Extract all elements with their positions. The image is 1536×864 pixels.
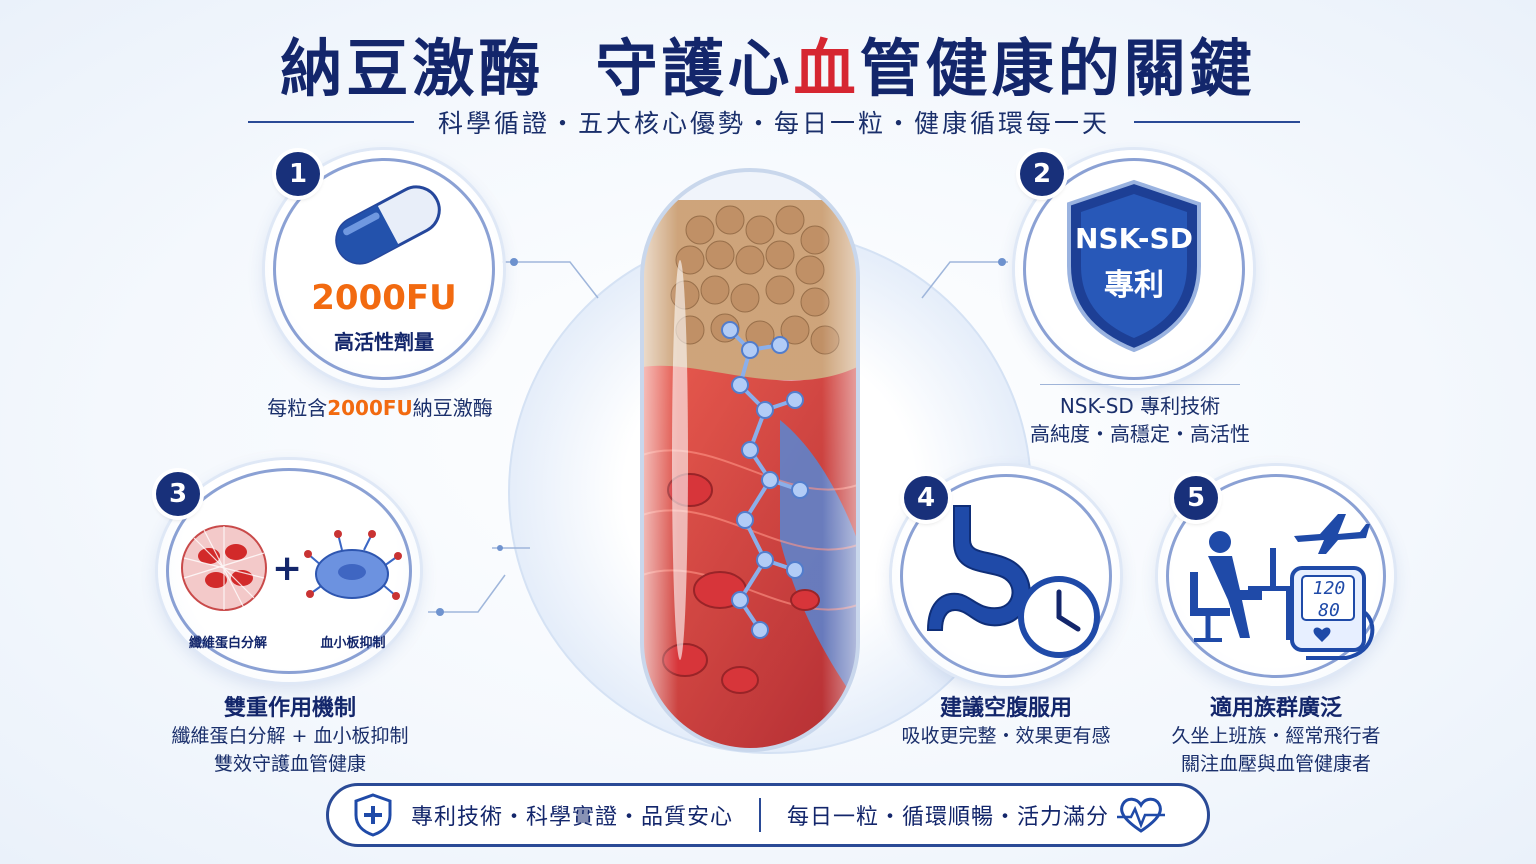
bottom-bar-separator (759, 798, 762, 832)
bp-systolic: 120 (1312, 578, 1346, 599)
shield-icon (1067, 179, 1201, 353)
plus-sign: + (272, 548, 303, 589)
fibrinolysis-label: 纖維蛋白分解 (188, 636, 267, 651)
feature-1-caption: 每粒含2000FU納豆激酶 (220, 394, 540, 422)
bottom-right-text: 每日一粒・循環順暢・活力滿分 (787, 805, 1110, 830)
bottom-left-text: 專利技術・科學實證・品質安心 (411, 805, 734, 830)
shield-line-2: 專利 (1104, 268, 1164, 303)
subtitle: 科學循證・五大核心優勢・每日一粒・健康循環每一天 (438, 109, 1111, 138)
subtitle-row: 科學循證・五大核心優勢・每日一粒・健康循環每一天 (248, 104, 1301, 140)
stomach-icon (926, 505, 1031, 631)
dose-value: 2000FU (311, 278, 457, 318)
feature-2-divider (1040, 384, 1240, 385)
feature-5-caption-line-1: 久坐上班族・經常飛行者 (1171, 725, 1381, 747)
subtitle-divider-left (248, 121, 414, 123)
fibrin-ball-icon (181, 525, 267, 611)
page-title: 納豆激酶 守護心血管健康的關鍵 (0, 18, 1536, 108)
title-part-1: 納豆激酶 守護心 (280, 32, 794, 105)
platelet-icon (304, 530, 402, 600)
feature-1-caption-value: 2000FU (327, 396, 413, 420)
feature-2-number: 2 (1020, 152, 1064, 196)
feature-5-number: 5 (1174, 476, 1218, 520)
feature-4-number: 4 (904, 476, 948, 520)
feature-4-caption-title: 建議空腹服用 (939, 696, 1072, 721)
feature-5-caption-title: 適用族群廣泛 (1209, 696, 1342, 721)
heart-pulse-icon (1117, 797, 1166, 833)
feature-1-number: 1 (276, 152, 320, 196)
feature-4-caption-body: 吸收更完整・效果更有感 (901, 725, 1111, 747)
subtitle-divider-right (1134, 121, 1301, 123)
office-worker-icon (1190, 531, 1294, 642)
capsule-icon (335, 185, 441, 265)
blood-pressure-monitor-icon (1290, 566, 1375, 660)
feature-3-number: 3 (156, 472, 200, 516)
bp-diastolic: 80 (1318, 600, 1340, 621)
dose-label: 高活性劑量 (334, 330, 434, 354)
title-heart-character: 血 (793, 32, 860, 105)
clock-icon (1018, 576, 1100, 658)
nattokinase-capsule-illustration (640, 168, 860, 752)
platelet-label: 血小板抑制 (320, 636, 386, 651)
title-part-2: 管健康的關鍵 (859, 32, 1256, 105)
feature-1-caption-suffix: 納豆激酶 (412, 396, 493, 420)
shield-plus-icon (354, 793, 392, 837)
feature-4-caption: 建議空腹服用 吸收更完整・效果更有感 (856, 690, 1156, 750)
feature-1-caption-prefix: 每粒含 (267, 396, 328, 420)
feature-2-caption: NSK-SD 專利技術 高純度・高穩定・高活性 (990, 392, 1290, 448)
feature-2-caption-body: 高純度・高穩定・高活性 (1030, 422, 1250, 446)
shield-line-1: NSK-SD (1075, 222, 1193, 255)
feature-3-circle: + 纖維蛋白分解 血小板抑制 (158, 460, 420, 682)
bottom-summary-bar: 專利技術・科學實證・品質安心 每日一粒・循環順暢・活力滿分 (326, 783, 1210, 847)
feature-2-caption-title: NSK-SD 專利技術 (1059, 394, 1221, 418)
feature-3-caption-line-2: 雙效守護血管健康 (213, 753, 366, 775)
airplane-icon (1294, 514, 1370, 554)
feature-5-caption-line-2: 關注血壓與血管健康者 (1180, 753, 1371, 775)
feature-5-caption: 適用族群廣泛 久坐上班族・經常飛行者 關注血壓與血管健康者 (1126, 690, 1426, 778)
feature-3-caption-line-1: 纖維蛋白分解 + 血小板抑制 (171, 725, 409, 747)
feature-3-caption-title: 雙重作用機制 (223, 696, 356, 721)
feature-3-caption: 雙重作用機制 纖維蛋白分解 + 血小板抑制 雙效守護血管健康 (140, 690, 440, 778)
